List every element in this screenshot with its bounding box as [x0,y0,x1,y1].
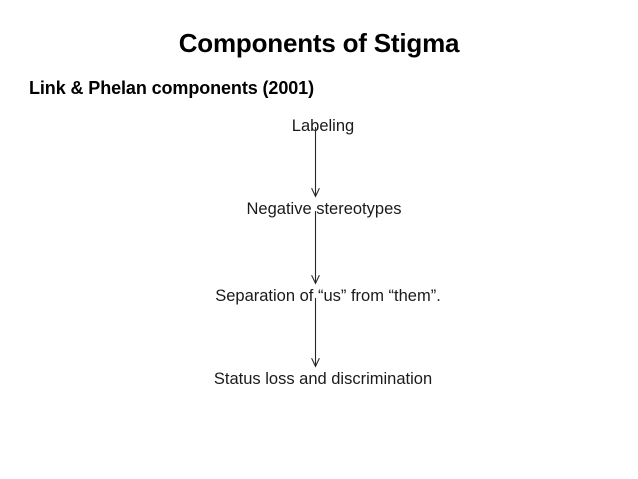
arrow-labeling-to-negative-stereotypes [311,127,320,198]
flow-node-negative-stereotypes: Negative stereotypes [246,200,402,218]
flow-node-separation-us-them: Separation of “us” from “them”. [215,287,441,305]
flow-node-labeling: Labeling [291,117,355,135]
flow-node-status-loss-discrimination: Status loss and discrimination [213,370,433,388]
arrow-separation-to-status-loss [311,298,320,368]
arrow-negative-stereotypes-to-separation [311,211,320,285]
page-title: Components of Stigma [178,28,460,58]
slide-subtitle: Link & Phelan components (2001) [29,78,314,98]
